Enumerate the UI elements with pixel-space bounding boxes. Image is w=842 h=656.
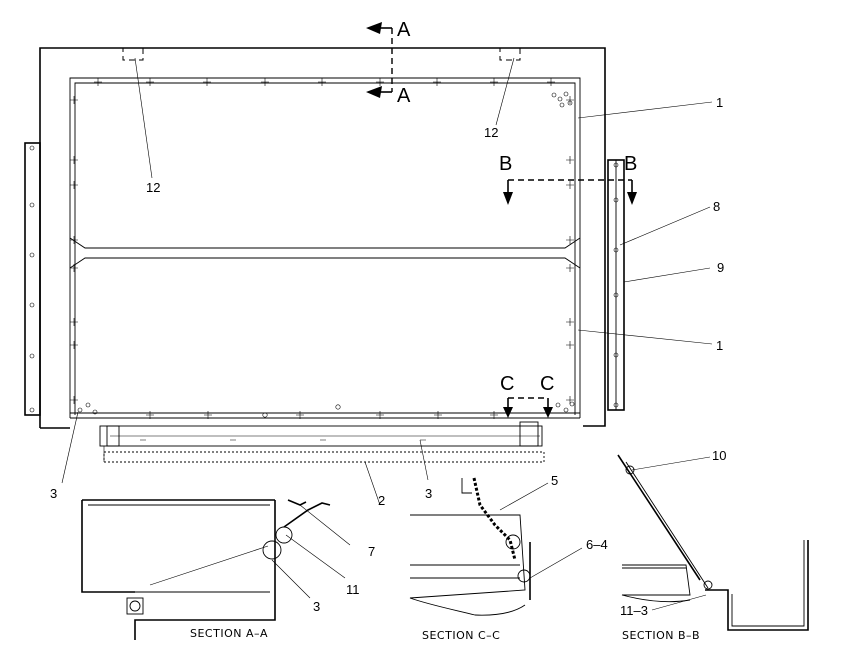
section-c-c-view [409,477,583,616]
section-a-marker-top: A [397,19,411,41]
left-flange [24,142,41,416]
callout-3-section: 3 [313,599,320,614]
section-line-c [503,397,553,418]
section-b-marker-right: B [624,153,637,175]
bolt-pattern [70,78,575,419]
section-a-a-view [81,499,351,640]
right-flange [607,159,625,411]
labels: A A B B C C 12 12 1 8 9 1 3 3 2 5 6–4 10… [50,19,726,642]
callout-1-top: 1 [716,95,723,110]
section-b-marker-left: B [499,153,512,175]
callout-7: 7 [368,544,375,559]
callout-5: 5 [551,473,558,488]
section-a-marker-bottom: A [397,85,411,107]
leader-lines [61,57,713,506]
section-line-b [503,179,637,205]
section-c-marker-right: C [540,373,554,395]
callout-11: 11 [346,582,360,597]
section-b-b-view [617,454,809,631]
brackets-12 [122,47,521,61]
callout-2: 2 [378,493,385,508]
callout-3-mid: 3 [425,486,432,501]
callout-6-4: 6–4 [586,537,608,552]
callout-8: 8 [713,199,720,214]
main-frame [39,47,606,429]
caption-section-a-a: SECTION A–A [190,627,268,640]
section-line-a [366,22,393,98]
section-c-marker-left: C [500,373,514,395]
bottom-rail [99,421,545,463]
callout-3-left: 3 [50,486,57,501]
callout-1-bottom: 1 [716,338,723,353]
callout-12-right: 12 [484,125,498,140]
caption-section-c-c: SECTION C–C [422,629,500,642]
callout-12-left: 12 [146,180,160,195]
callout-11-3: 11–3 [620,603,648,618]
callout-10: 10 [712,448,726,463]
callout-9: 9 [717,260,724,275]
caption-section-b-b: SECTION B–B [622,629,700,642]
